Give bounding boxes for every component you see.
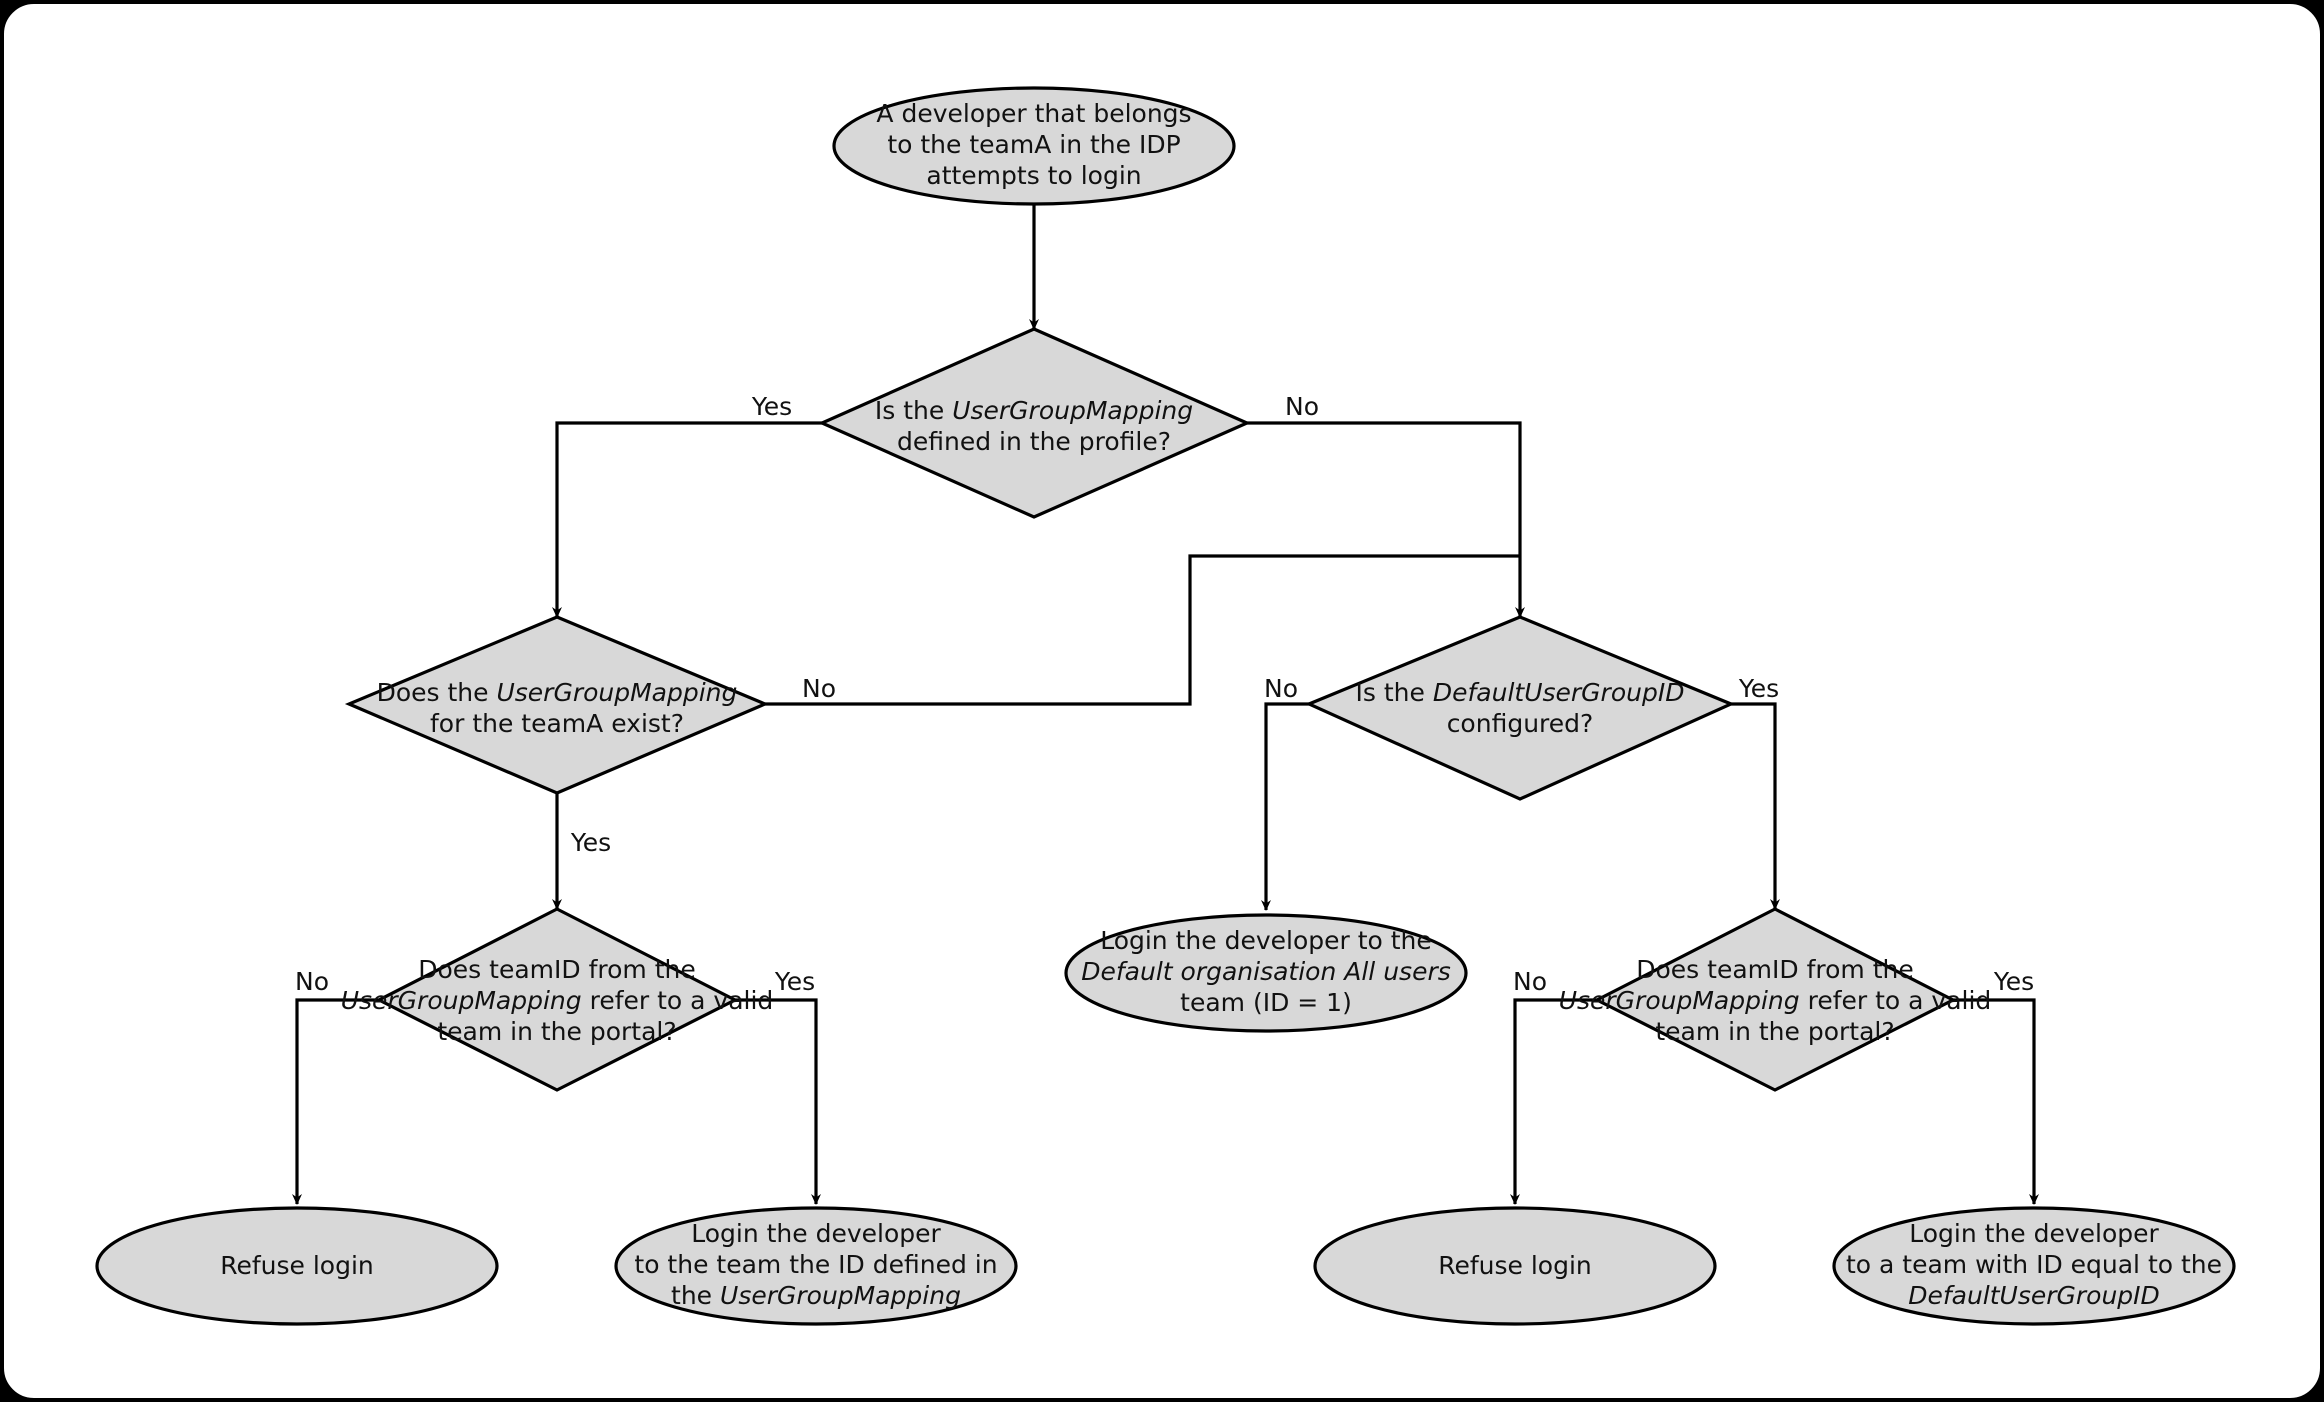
edge-d1-yes-to-d2 [552, 421, 822, 618]
edge-label-d5-no: No [1513, 967, 1547, 996]
node-d5-line-1: Does teamID from the [1636, 955, 1913, 984]
edge-d3-yes-to-d5 [1731, 702, 1780, 910]
node-login-default-line-2: to a team with ID equal to the [1846, 1250, 2222, 1279]
node-decision-usergroupmapping-teama-exists[interactable]: Does the UserGroupMapping for the teamA … [344, 615, 770, 795]
edge-label-d5-yes: Yes [1993, 967, 2034, 996]
edge-d5-yes-to-login-default [1953, 998, 2039, 1205]
edge-label-d2-no: No [802, 674, 836, 703]
node-login-ugm-line-3: the UserGroupMapping [671, 1281, 961, 1310]
node-d2-line-1: Does the UserGroupMapping [377, 678, 738, 707]
edge-d4-yes-to-login-ugm [735, 998, 821, 1205]
node-refuse-right-label: Refuse login [1438, 1251, 1592, 1280]
node-d1-line-1: Is the UserGroupMapping [875, 396, 1193, 425]
edge-label-d4-yes: Yes [774, 967, 815, 996]
edge-d4-no-to-refuse [292, 998, 379, 1205]
node-login-default-organisation[interactable]: Login the developer to the Default organ… [1064, 913, 1468, 1033]
node-start[interactable]: A developer that belongs to the teamA in… [832, 86, 1236, 206]
node-d5-line-2: UserGroupMapping refer to a valid [1559, 986, 1992, 1015]
node-refuse-left-label: Refuse login [220, 1251, 374, 1280]
node-d5-line-3: team in the portal? [1655, 1017, 1894, 1046]
node-decision-defaultusergroupid-configured[interactable]: Is the DefaultUserGroupID configured? [1304, 615, 1736, 801]
edge-d5-no-to-refuse [1510, 998, 1597, 1205]
node-default-org-line-2: Default organisation All users [1081, 957, 1451, 986]
node-start-line-1: A developer that belongs [876, 99, 1191, 128]
edge-label-d1-yes: Yes [751, 392, 792, 421]
node-d3-line-2: configured? [1447, 709, 1594, 738]
node-login-with-defaultusergroupid[interactable]: Login the developer to a team with ID eq… [1832, 1206, 2236, 1326]
node-decision-usergroupmapping-defined[interactable]: Is the UserGroupMapping defined in the p… [818, 327, 1251, 519]
node-d1-line-2: defined in the profile? [897, 427, 1171, 456]
edge-label-d4-no: No [295, 967, 329, 996]
node-d4-line-2: UserGroupMapping refer to a valid [341, 986, 774, 1015]
flowchart: A developer that belongs to the teamA in… [95, 86, 2236, 1326]
node-login-ugm-line-1: Login the developer [691, 1219, 941, 1248]
node-decision-teamid-valid-right[interactable]: Does teamID from the UserGroupMapping re… [1559, 907, 1992, 1092]
node-start-line-2: to the teamA in the IDP [887, 130, 1180, 159]
edge-d2-no-to-d3 [765, 554, 1520, 706]
node-start-line-3: attempts to login [926, 161, 1141, 190]
edge-d1-no-to-d3 [1247, 421, 1525, 618]
node-login-default-line-3: DefaultUserGroupID [1908, 1281, 2160, 1310]
edges [292, 204, 2039, 1205]
edge-label-d1-no: No [1285, 392, 1319, 421]
node-decision-teamid-valid-left[interactable]: Does teamID from the UserGroupMapping re… [341, 907, 774, 1092]
node-login-ugm-line-2: to the team the ID defined in [634, 1250, 997, 1279]
edge-labels: Yes No No Yes No Yes No Yes No Yes [295, 392, 2034, 996]
edge-label-d3-no: No [1264, 674, 1298, 703]
node-default-org-line-1: Login the developer to the [1100, 926, 1432, 955]
node-refuse-login-left[interactable]: Refuse login [95, 1206, 499, 1326]
node-d4-line-3: team in the portal? [437, 1017, 676, 1046]
edge-d3-no-to-default-team [1261, 702, 1309, 911]
edge-label-d3-yes: Yes [1738, 674, 1779, 703]
node-d4-line-1: Does teamID from the [418, 955, 695, 984]
node-d2-line-2: for the teamA exist? [430, 709, 684, 738]
node-default-org-line-3: team (ID = 1) [1180, 988, 1352, 1017]
edge-label-d2-yes: Yes [570, 828, 611, 857]
node-login-default-line-1: Login the developer [1909, 1219, 2159, 1248]
node-d3-line-1: Is the DefaultUserGroupID [1356, 678, 1685, 707]
node-login-via-usergroupmapping[interactable]: Login the developer to the team the ID d… [614, 1206, 1018, 1326]
node-refuse-login-right[interactable]: Refuse login [1313, 1206, 1717, 1326]
